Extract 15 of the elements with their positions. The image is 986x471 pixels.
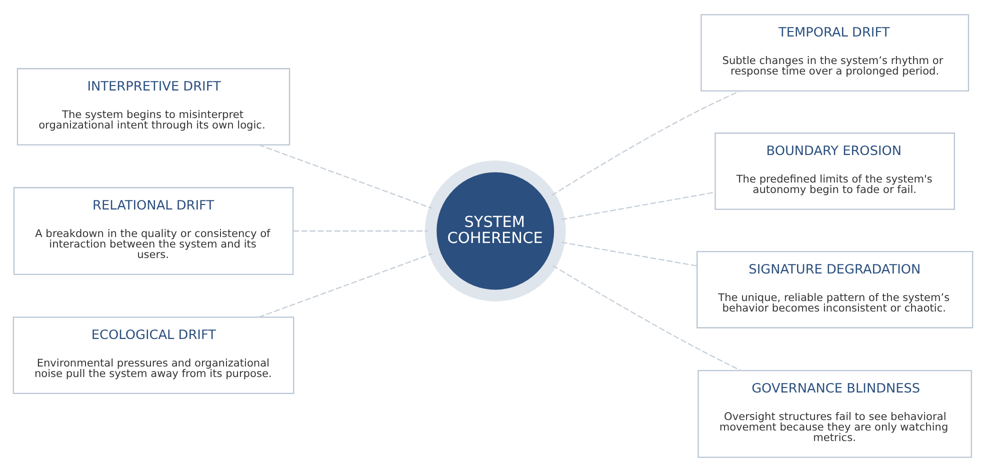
node-box: RELATIONAL DRIFT A breakdown in the quality or consistency of interaction between the system and its users. bbox=[13, 186, 294, 274]
node-box: GOVERNANCE BLINDNESS Oversight structures fail to see behavioral movement because they are only watching metrics. bbox=[698, 369, 972, 458]
node-box: INTERPRETIVE DRIFT The system begins to misinterpret organizational intent through its own logic. bbox=[16, 68, 290, 145]
connector bbox=[258, 252, 432, 318]
connector bbox=[258, 144, 432, 208]
connector bbox=[552, 264, 741, 370]
node-box: TEMPORAL DRIFT Subtle changes in the system’s rhythm or response time over a prolonged period. bbox=[700, 14, 970, 91]
node-box: ECOLOGICAL DRIFT Environmental pressures and organizational noise pull the system away from its purpose. bbox=[12, 316, 294, 394]
connector bbox=[552, 90, 740, 196]
node-box: BOUNDARY EROSION The predefined limits of the system's autonomy begin to fade or fail. bbox=[714, 132, 956, 210]
node-circle: SYSTEM COHERENCE bbox=[424, 160, 566, 301]
connector bbox=[561, 191, 716, 220]
node-box: SIGNATURE DEGRADATION The unique, reliable pattern of the system’s behavior becomes inconsistent or chaotic. bbox=[696, 250, 974, 328]
connector bbox=[293, 230, 428, 232]
connector bbox=[561, 241, 698, 266]
